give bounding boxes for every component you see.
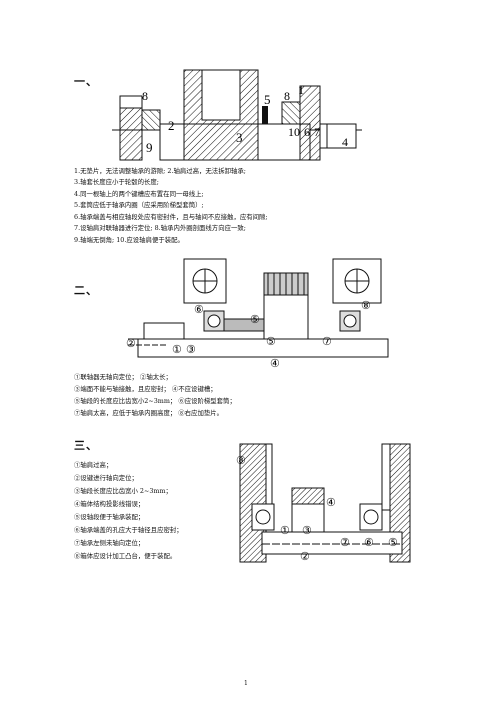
fig2-label: ②: [126, 338, 136, 350]
section-one-line: 3.轴套长度应小于轮毂的长度;: [74, 178, 159, 186]
section-three-line: ③轴段长度应比齿宽小 2~3mm；: [74, 487, 172, 495]
figure-one: 8 2 9 3 5 8 1 10 6 7 4: [112, 66, 362, 162]
section-three-line: ①轴肩过高；: [74, 461, 113, 469]
fig3-label: ⑦: [340, 537, 350, 549]
fig2-label: ⑤: [266, 336, 276, 348]
section-three-line: ⑧箱体应设计加工凸台，便于装配。: [74, 552, 177, 560]
page-number: 1: [244, 680, 248, 687]
section-one-line: 9.轴端无倒角; 10.应设轴肩便于装配。: [74, 236, 184, 244]
fig2-label: ③: [186, 344, 196, 356]
fig2-label: ⑥: [194, 304, 204, 316]
fig2-label: ⑧: [361, 300, 371, 312]
fig3-label: ④: [326, 497, 336, 509]
section-one-line: 1.无垫片，无法调整轴承的游隙; 2.轴肩过高，无法拆卸轴承;: [74, 167, 246, 175]
fig1-label: 3: [236, 130, 243, 145]
figure-three: ⑧ ④ ① ③ ⑦ ⑥ ⑤ ②: [222, 442, 416, 566]
fig2-label: ⑦: [322, 336, 332, 348]
fig3-label: ⑥: [364, 537, 374, 549]
fig3-label: ③: [302, 525, 312, 537]
section-one-line: 4.同一根轴上的两个键槽应布置在同一母线上;: [74, 190, 204, 198]
fig2-label: ④: [270, 358, 280, 369]
fig1-label: 5: [264, 92, 271, 107]
section-one-heading: 一、: [74, 75, 98, 88]
section-two-line: ⑤轴段的长度应比齿宽小2~3mm； ⑥应设阶梯型套筒；: [74, 397, 236, 405]
section-one-line: 6.轴承端盖与相应轴段处应有密封件，且与轴间不应接触，应有间隙;: [74, 213, 268, 221]
fig2-label: ①: [172, 344, 182, 356]
section-two-line: ⑦轴肩太高，应低于轴承内圈高度； ⑧右应加垫片。: [74, 409, 224, 417]
fig2-label: ⑤: [250, 314, 260, 326]
fig1-label: 4: [342, 135, 348, 149]
fig3-label: ②: [300, 551, 310, 563]
section-one-line: 7.设轴肩对联轴器进行定位; 8.轴承内外圈剖面线方向应一致;: [74, 224, 246, 232]
section-one-line: 5.套筒应低于轴承内圈（应采用阶梯型套筒）;: [74, 201, 204, 209]
section-three-line: ②设键进行轴向定位；: [74, 474, 138, 482]
section-two-line: ①联轴器无轴向定位； ②轴太长；: [74, 373, 172, 381]
section-three-line: ⑦轴承左侧未轴向定位；: [74, 539, 145, 547]
section-three-line: ⑤设轴段便于轴承装配；: [74, 513, 145, 521]
fig1-label: 9: [146, 140, 153, 155]
section-three-line: ④箱体结构投影线错误；: [74, 500, 145, 508]
fig3-label: ⑤: [388, 537, 398, 549]
fig3-label: ①: [280, 525, 290, 537]
fig3-label: ⑧: [236, 455, 246, 467]
section-two-line: ③端面不能与轴接触，且应密封； ④不应设键槽；: [74, 385, 217, 393]
fig1-label: 6: [304, 125, 310, 139]
fig1-label: 7: [314, 125, 320, 139]
fig1-label: 10: [288, 125, 300, 139]
section-two-heading: 二、: [74, 284, 98, 297]
fig1-label: 8: [142, 89, 148, 103]
fig1-label: 8: [284, 89, 290, 103]
fig1-label: 2: [168, 118, 175, 133]
figure-two: ⑥ ⑤ ⑧ ② ① ③ ⑤ ⑦ ④: [118, 257, 390, 369]
fig1-label: 1: [298, 83, 304, 97]
section-three-heading: 三、: [74, 439, 98, 452]
section-three-line: ⑥轴承端盖的孔应大于轴径且应密封；: [74, 526, 183, 534]
